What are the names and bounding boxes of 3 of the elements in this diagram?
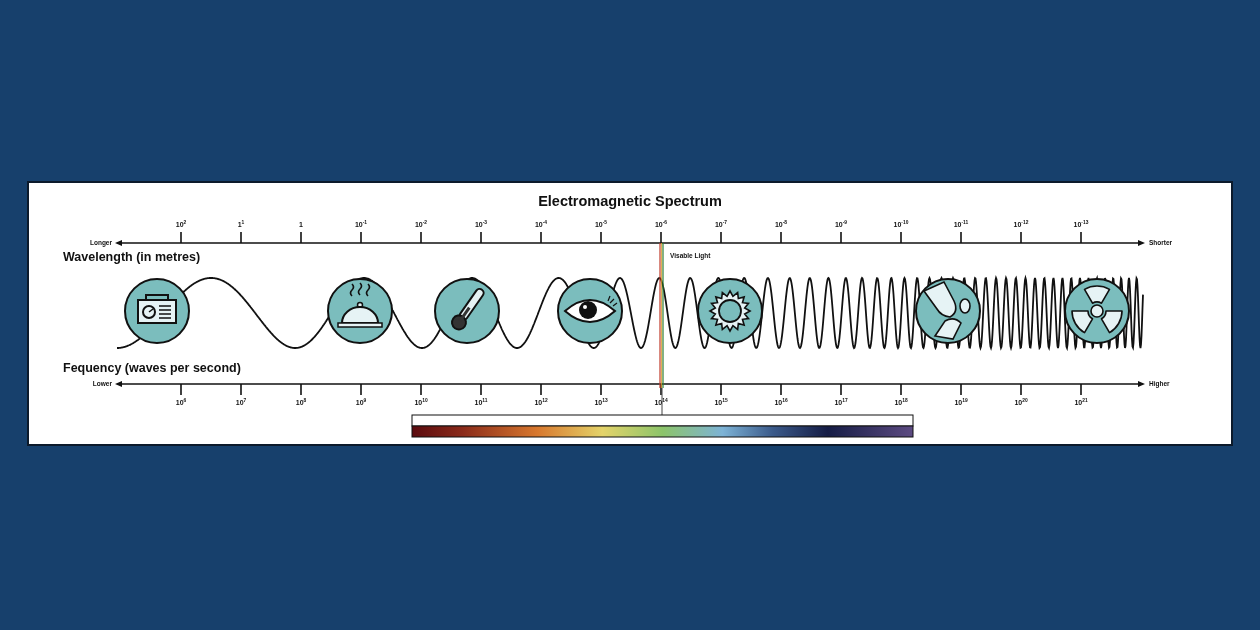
diagram-title: Electromagnetic Spectrum [538,191,722,211]
axis-title: Fequency (waves per second) [63,361,241,377]
axis-title: Wavelength (in metres) [63,250,201,266]
